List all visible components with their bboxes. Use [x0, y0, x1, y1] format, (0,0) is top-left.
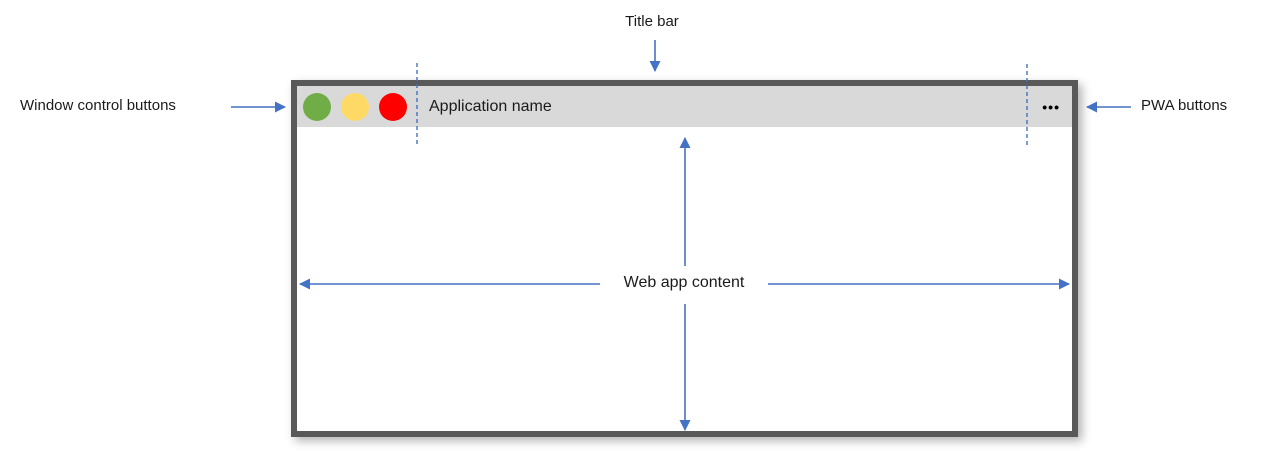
- app-window: Application name •••: [291, 80, 1078, 437]
- label-web-app-content: Web app content: [623, 274, 745, 291]
- title-bar: Application name •••: [297, 86, 1072, 127]
- window-control-yellow-icon[interactable]: [341, 92, 369, 121]
- window-control-green-icon[interactable]: [303, 92, 331, 121]
- label-pwa-buttons: PWA buttons: [1141, 97, 1228, 114]
- label-window-control-buttons: Window control buttons: [20, 97, 176, 114]
- ellipsis-icon: •••: [1042, 98, 1060, 115]
- app-title: Application name: [429, 97, 552, 115]
- label-title-bar: Title bar: [625, 13, 679, 30]
- pwa-menu-button[interactable]: •••: [1042, 100, 1060, 114]
- window-control-red-icon[interactable]: [379, 92, 407, 121]
